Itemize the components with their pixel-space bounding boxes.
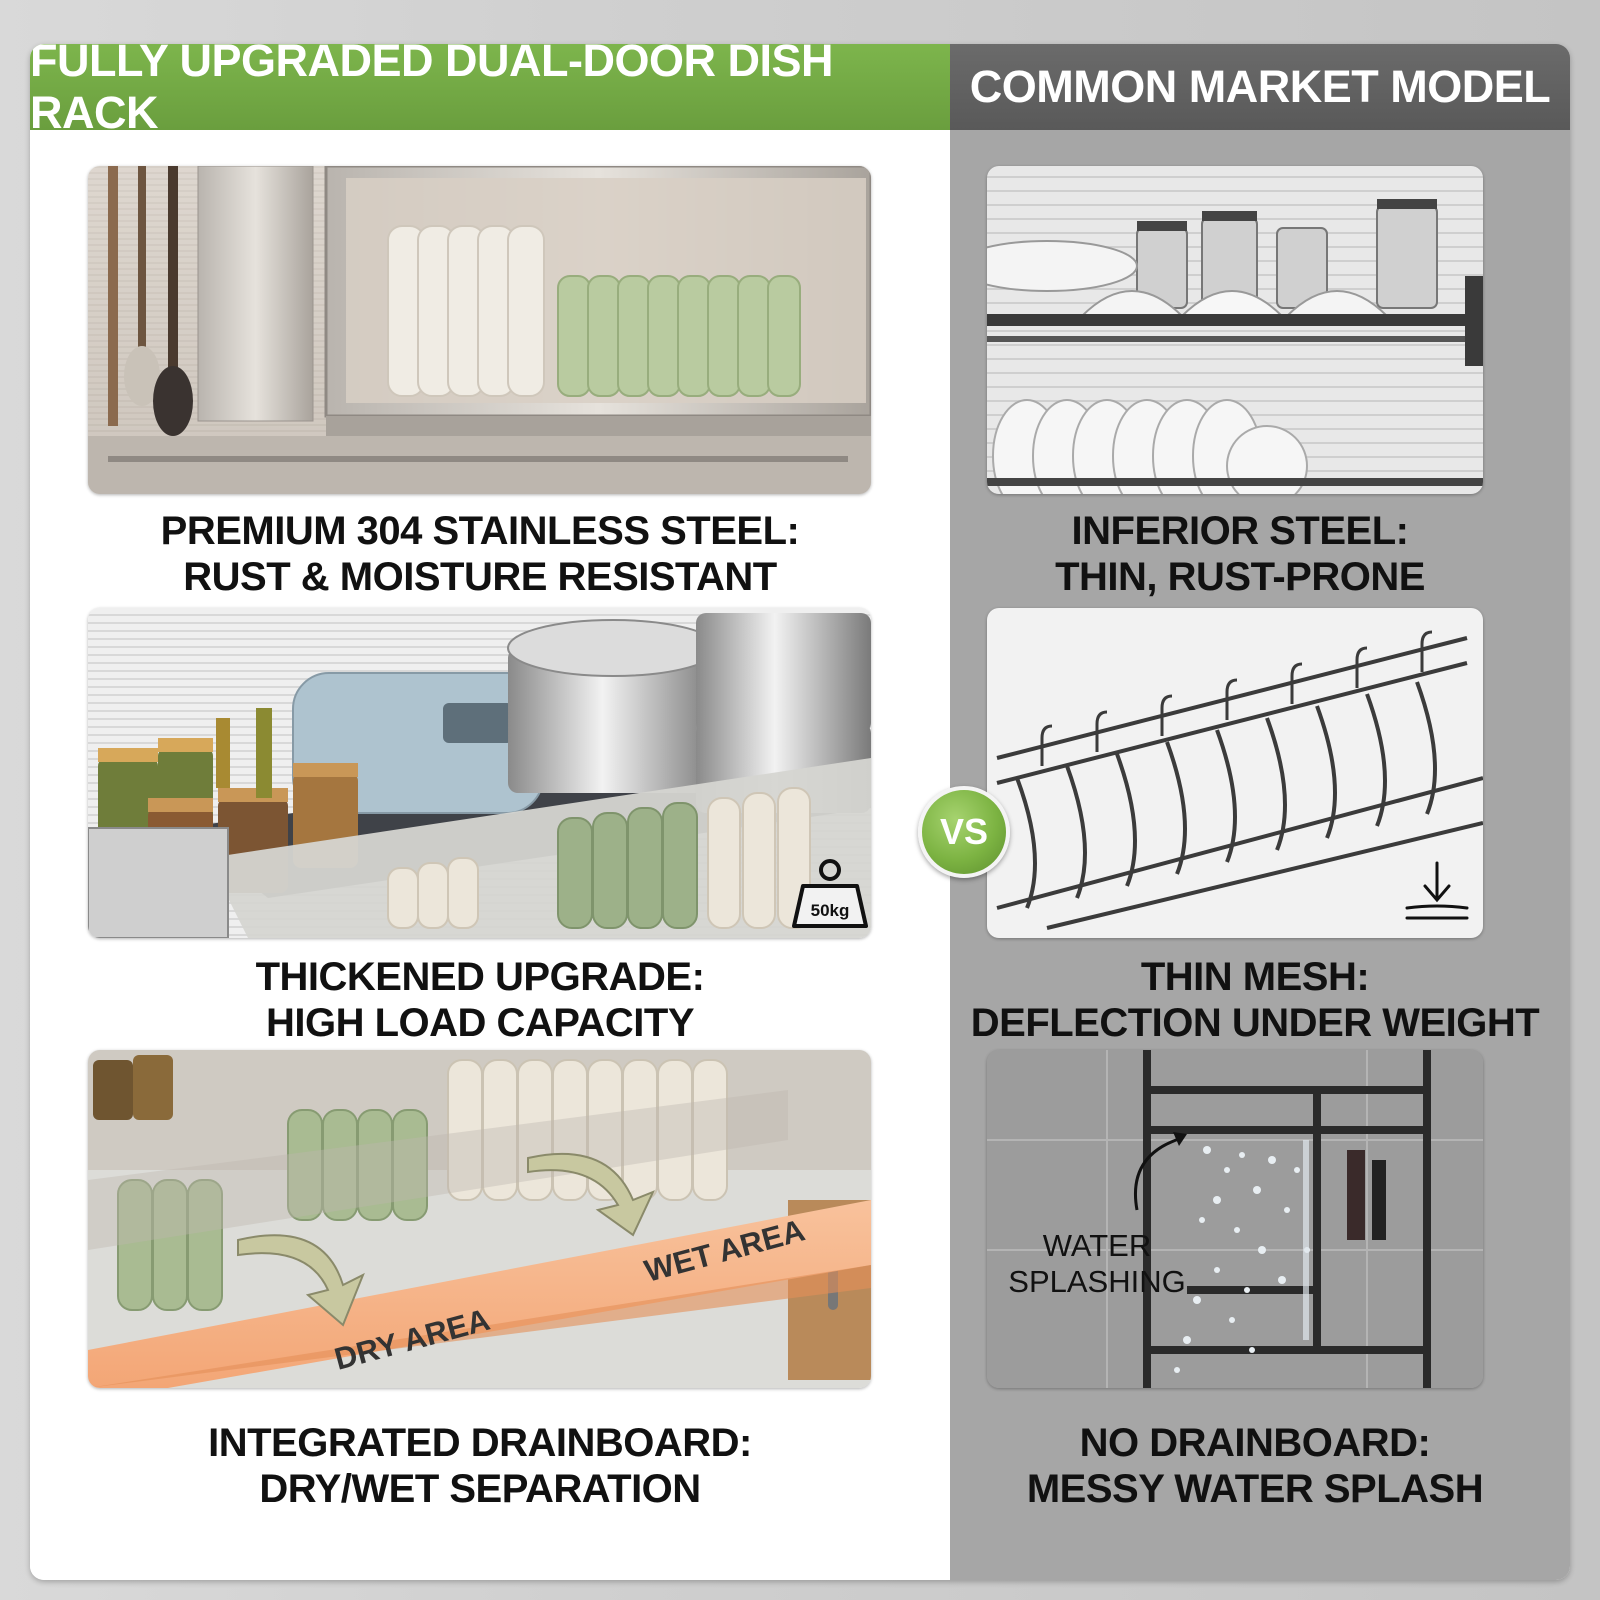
caption-line: PREMIUM 304 STAINLESS STEEL:: [160, 509, 800, 553]
upgraded-caption-1: PREMIUM 304 STAINLESS STEEL: RUST & MOIS…: [30, 508, 930, 600]
weight-icon: [792, 859, 868, 928]
caption-line: DRY/WET SEPARATION: [259, 1467, 701, 1511]
caption-line: INTEGRATED DRAINBOARD:: [208, 1421, 752, 1465]
splash-label-line-1: WATER: [1043, 1228, 1152, 1263]
upgraded-caption-2: THICKENED UPGRADE: HIGH LOAD CAPACITY: [30, 954, 930, 1046]
common-header: COMMON MARKET MODEL: [950, 44, 1570, 130]
caption-line: THIN, RUST-PRONE: [1055, 555, 1425, 599]
stainless-cabinet-photo: [88, 166, 871, 494]
curved-arrow-icon: [237, 1152, 655, 1327]
vs-badge: VS: [918, 786, 1010, 878]
weight-label: 50kg: [811, 901, 850, 920]
common-caption-2: THIN MESH: DEFLECTION UNDER WEIGHT: [950, 954, 1560, 1046]
caption-line: THICKENED UPGRADE:: [255, 955, 705, 999]
upgraded-header: FULLY UPGRADED DUAL-DOOR DISH RACK: [30, 44, 950, 138]
common-caption-1: INFERIOR STEEL: THIN, RUST-PRONE: [950, 508, 1530, 600]
caption-line: RUST & MOISTURE RESISTANT: [183, 555, 777, 599]
comparison-board: FULLY UPGRADED DUAL-DOOR DISH RACK COMMO…: [30, 44, 1570, 1580]
water-splash-photo: WATER SPLASHING: [987, 1050, 1483, 1388]
common-caption-3: NO DRAINBOARD: MESSY WATER SPLASH: [950, 1420, 1560, 1512]
upgraded-caption-3: INTEGRATED DRAINBOARD: DRY/WET SEPARATIO…: [30, 1420, 930, 1512]
caption-line: DEFLECTION UNDER WEIGHT: [970, 1001, 1540, 1045]
drainboard-photo: DRY AREA WET AREA: [88, 1050, 871, 1388]
caption-line: HIGH LOAD CAPACITY: [265, 1001, 695, 1045]
thin-mesh-photo: [987, 608, 1483, 938]
caption-line: THIN MESH:: [1140, 955, 1370, 999]
caption-line: MESSY WATER SPLASH: [1026, 1467, 1484, 1511]
splash-label-line-2: SPLASHING: [1008, 1264, 1185, 1299]
caption-line: INFERIOR STEEL:: [1071, 509, 1409, 553]
inferior-rack-photo: [987, 166, 1483, 494]
caption-line: NO DRAINBOARD:: [1079, 1421, 1431, 1465]
deflection-icon: [1405, 861, 1469, 920]
high-load-photo: 50kg: [88, 608, 871, 938]
